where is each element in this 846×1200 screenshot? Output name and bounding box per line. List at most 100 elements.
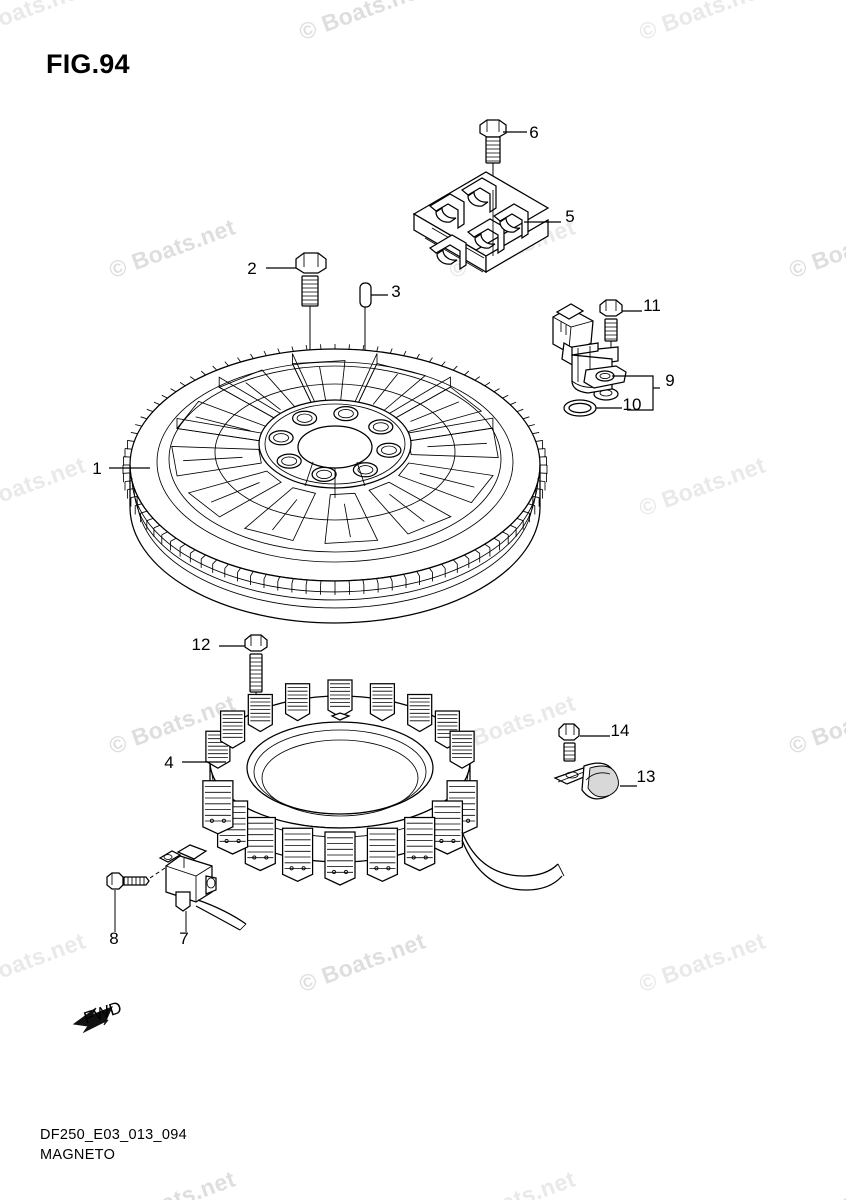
part-cable-clamp-holder — [412, 171, 561, 274]
part-harness-clamp-bolt — [558, 723, 610, 762]
ring-gear-tooth — [516, 408, 524, 412]
flywheel-bolt-hole — [311, 466, 337, 483]
ring-gear-tooth — [153, 524, 160, 529]
flywheel-vane-rib — [195, 416, 251, 432]
flywheel-vane-rib — [419, 472, 475, 488]
flywheel-vane — [398, 462, 494, 504]
flywheel-bolt-hole — [376, 442, 402, 458]
ring-gear-tooth — [224, 361, 229, 367]
ring-gear-tooth — [263, 350, 267, 356]
callout-number-6: 6 — [529, 123, 538, 142]
ring-gear-tooth — [416, 353, 420, 359]
ring-gear-tooth — [320, 344, 322, 350]
figure-footer: DF250_E03_013_094 MAGNETO — [40, 1125, 187, 1165]
flywheel-bolt-hole — [368, 419, 394, 435]
ring-gear-tooth — [291, 346, 294, 352]
ring-gear-tooth — [146, 518, 154, 522]
stator-coil-terminal — [374, 866, 379, 871]
ring-gear-tooth — [170, 388, 177, 393]
ring-gear-tooth — [484, 543, 491, 548]
callout-number-8: 8 — [109, 929, 118, 948]
callout-number-1: 1 — [92, 459, 101, 478]
flywheel-vane — [243, 487, 317, 541]
ring-gear-tooth — [161, 394, 168, 399]
ring-gear-tooth — [250, 353, 254, 359]
stator-coil-terminal — [264, 855, 269, 860]
stator-coil — [244, 816, 276, 872]
ring-gear-tooth — [212, 365, 218, 371]
flywheel-bolt-hole-bore — [337, 408, 354, 419]
flywheel-bolt-hole-bore — [296, 413, 313, 423]
callout-number-12: 12 — [192, 635, 211, 654]
ring-gear-tooth — [348, 580, 350, 586]
ring-gear-tooth — [263, 574, 267, 580]
ring-gear-tooth — [212, 559, 218, 565]
flywheel-bolt-hole-bore — [273, 433, 290, 443]
ring-gear-tooth — [135, 503, 142, 506]
ring-gear-tooth — [376, 346, 379, 352]
stator-coil-terminal — [451, 838, 456, 844]
flywheel-vane-rib — [410, 401, 460, 422]
flywheel-vane — [187, 470, 282, 518]
ring-gear-tooth — [474, 549, 480, 554]
ring-gear-tooth — [538, 480, 546, 482]
ring-gear-tooth — [389, 576, 393, 582]
ring-gear-tooth — [153, 401, 160, 406]
ring-gear-tooth — [127, 488, 135, 491]
ring-gear-tooth — [522, 510, 530, 514]
flywheel-vane-rib — [427, 442, 487, 448]
ring-gear-tooth — [277, 348, 281, 354]
callout-number-10: 10 — [623, 395, 642, 414]
ring-gear-tooth — [305, 579, 308, 585]
stator-coil-terminal — [224, 838, 229, 844]
part-wire-harness-clamp — [553, 762, 637, 800]
stator-coil — [281, 827, 314, 882]
fwd-label: FWD — [81, 998, 124, 1028]
flywheel-bolt-hole-bore — [316, 469, 333, 480]
ring-gear-tooth — [502, 394, 509, 399]
ring-gear-tooth — [146, 408, 154, 412]
ring-gear-tooth — [277, 576, 281, 582]
stator-coil-terminal — [331, 869, 337, 875]
flywheel-vane-rib — [272, 499, 298, 531]
ring-gear-tooth — [464, 370, 470, 376]
stator-coil-terminal — [236, 838, 241, 844]
stator-coil-terminal — [301, 866, 306, 871]
ring-gear-tooth — [348, 344, 350, 350]
callout-number-3: 3 — [391, 282, 400, 301]
ring-gear-tooth — [502, 531, 509, 536]
ring-gear-tooth — [376, 578, 379, 584]
ring-gear-tooth — [532, 495, 540, 499]
flywheel-bolt-hole — [276, 453, 302, 469]
ring-gear-tooth — [516, 518, 524, 522]
flywheel-vane-rib — [343, 503, 351, 538]
callout-number-4: 4 — [164, 753, 173, 772]
ring-gear-tooth — [224, 563, 229, 569]
ring-gear-tooth — [535, 488, 543, 491]
ring-gear-tooth — [528, 424, 535, 427]
flywheel-bolt-hole — [291, 410, 318, 426]
callout-number-7: 7 — [179, 929, 188, 948]
ring-gear-tooth — [493, 388, 500, 393]
flywheel-vane — [324, 492, 379, 544]
ring-gear-tooth — [237, 357, 242, 363]
flywheel-vane-rib — [210, 482, 260, 503]
ring-gear-tooth — [124, 448, 132, 450]
flywheel-bolt-hole-bore — [380, 445, 397, 455]
ring-gear-tooth — [305, 345, 308, 351]
stator-coil — [324, 831, 356, 886]
ring-gear-tooth — [510, 401, 517, 406]
ring-gear-tooth — [124, 480, 132, 482]
ring-gear-tooth — [428, 567, 433, 573]
ring-gear-tooth — [416, 571, 420, 577]
flywheel-bolt-hole — [268, 430, 294, 446]
flywheel-vane — [368, 481, 452, 535]
ring-gear-tooth — [474, 376, 480, 381]
ring-gear-tooth — [362, 579, 365, 585]
ring-gear-tooth — [250, 571, 254, 577]
ring-gear-tooth — [538, 448, 546, 450]
flywheel-bolt-hole-bore — [281, 456, 298, 466]
flywheel-vane-rib — [372, 373, 398, 405]
ring-gear-tooth — [441, 563, 446, 569]
callout-number-13: 13 — [637, 767, 656, 786]
